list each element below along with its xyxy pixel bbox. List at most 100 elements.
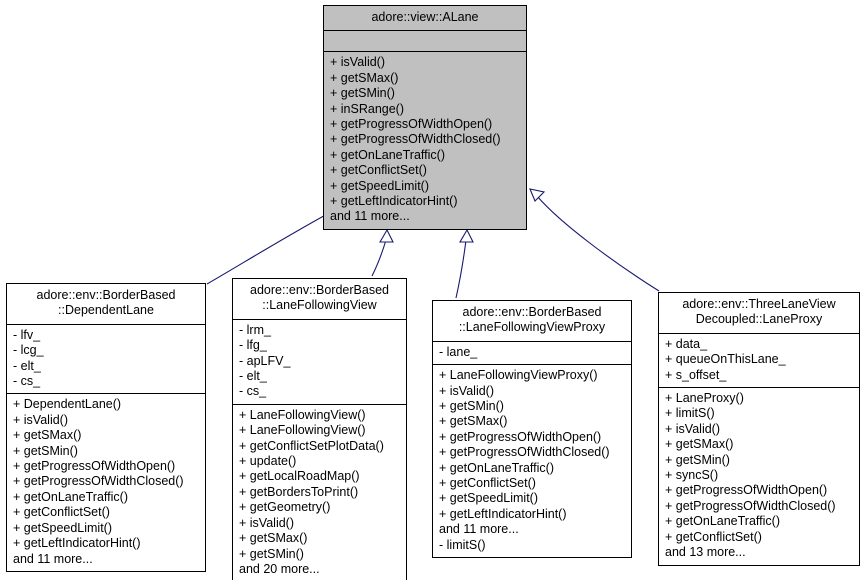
operation-row: + getSpeedLimit(): [439, 491, 539, 506]
operation-row: + getConflictSet(): [665, 529, 762, 544]
edge-lanefollowingviewproxy-to-alane: [455, 228, 474, 299]
class-node-lanefollowingviewproxy[interactable]: adore::env::BorderBased ::LaneFollowingV…: [432, 300, 632, 559]
operation-row: + getProgressOfWidthOpen(): [13, 459, 176, 474]
operation-row: + syncS(): [665, 468, 719, 483]
operation-row: + getConflictSet(): [13, 505, 110, 520]
operation-row: + getConflictSet(): [439, 476, 536, 491]
operation-row: + getSpeedLimit(): [330, 178, 430, 193]
operation-row: and 13 more...: [665, 545, 746, 560]
attribute-row: - lcg_: [13, 343, 44, 358]
class-separator: [433, 364, 631, 366]
class-operations-lanefollowingviewproxy: + LaneFollowingViewProxy() + isValid() +…: [433, 365, 631, 557]
operation-row: + isValid(): [13, 412, 68, 427]
class-attributes-lanefollowingviewproxy: - lane_: [433, 342, 631, 364]
operation-row: + getConflictSet(): [330, 163, 427, 178]
operation-row: + isValid(): [239, 515, 294, 530]
class-attributes-alane: [324, 31, 526, 51]
class-separator: [233, 318, 406, 320]
class-attributes-dependentlane: - lfv_ - lcg_ - elt_ - cs_: [7, 325, 205, 394]
attribute-row: + data_: [665, 336, 708, 351]
operation-row: and 20 more...: [239, 561, 320, 576]
attribute-row: - elt_: [13, 358, 41, 373]
operation-row: + getSpeedLimit(): [13, 520, 113, 535]
operation-row: + getSMin(): [330, 86, 395, 101]
operation-row: + getLeftIndicatorHint(): [439, 506, 567, 521]
class-separator: [233, 403, 406, 405]
operation-row: + getSMax(): [239, 531, 308, 546]
class-operations-dependentlane: + DependentLane() + isValid() + getSMax(…: [7, 394, 205, 570]
class-node-alane[interactable]: adore::view::ALane + isValid() + getSMax…: [323, 5, 527, 230]
class-operations-alane: + isValid() + getSMax() + getSMin() + in…: [324, 52, 526, 228]
attribute-row: + queueOnThisLane_: [665, 352, 786, 367]
operation-row: - limitS(): [439, 537, 486, 552]
operation-row: + getOnLaneTraffic(): [439, 460, 554, 475]
operation-row: + LaneFollowingView(): [239, 423, 366, 438]
attribute-row: - lfv_: [13, 327, 41, 342]
attribute-row: - lrm_: [239, 322, 271, 337]
operation-row: + getLeftIndicatorHint(): [13, 536, 141, 551]
class-node-laneproxy[interactable]: adore::env::ThreeLaneView Decoupled::Lan…: [658, 292, 860, 566]
operation-row: + DependentLane(): [13, 397, 122, 412]
attribute-row: - lfg_: [239, 338, 267, 353]
class-separator: [433, 340, 631, 342]
operation-row: + getSMax(): [13, 428, 82, 443]
attribute-row: - lane_: [439, 344, 478, 359]
class-node-dependentlane[interactable]: adore::env::BorderBased ::DependentLane …: [6, 283, 206, 572]
operation-row: + getSMax(): [330, 70, 399, 85]
class-separator: [7, 393, 205, 395]
operation-row: and 11 more...: [330, 209, 410, 224]
class-separator: [324, 51, 526, 53]
operation-row: + getSMin(): [665, 452, 730, 467]
class-node-lanefollowingview[interactable]: adore::env::BorderBased ::LaneFollowingV…: [232, 278, 407, 580]
operation-row: + getOnLaneTraffic(): [665, 514, 780, 529]
attribute-row: - cs_: [13, 374, 41, 389]
operation-row: + getSMin(): [239, 546, 304, 561]
operation-row: + limitS(): [665, 406, 715, 421]
operation-row: + isValid(): [439, 383, 494, 398]
operation-row: + getGeometry(): [239, 500, 331, 515]
class-title-laneproxy: adore::env::ThreeLaneView Decoupled::Lan…: [682, 297, 836, 327]
operation-row: + getConflictSetPlotData(): [239, 438, 384, 453]
operation-row: + getProgressOfWidthClosed(): [330, 132, 501, 147]
edge-laneproxy-to-alane: [529, 188, 660, 292]
operation-row: + LaneProxy(): [665, 391, 744, 406]
class-attributes-laneproxy: + data_ + queueOnThisLane_ + s_offset_: [659, 334, 859, 387]
class-title-lanefollowingview: adore::env::BorderBased ::LaneFollowingV…: [250, 283, 389, 313]
operation-row: + getProgressOfWidthOpen(): [439, 429, 602, 444]
operation-row: + LaneFollowingViewProxy(): [439, 368, 598, 383]
attribute-row: + s_offset_: [665, 367, 727, 382]
operation-row: + getProgressOfWidthOpen(): [330, 117, 493, 132]
operation-row: and 11 more...: [13, 551, 93, 566]
class-attributes-lanefollowingview: - lrm_ - lfg_ - apLFV_ - elt_ - cs_: [233, 320, 406, 404]
operation-row: + getProgressOfWidthClosed(): [665, 498, 836, 513]
class-separator: [659, 332, 859, 334]
operation-row: + getLocalRoadMap(): [239, 469, 360, 484]
attribute-row: - cs_: [239, 384, 267, 399]
operation-row: + getSMin(): [13, 443, 78, 458]
operation-row: + isValid(): [665, 421, 720, 436]
operation-row: + getProgressOfWidthOpen(): [665, 483, 828, 498]
class-separator: [7, 323, 205, 325]
operation-row: + LaneFollowingView(): [239, 407, 366, 422]
class-operations-laneproxy: + LaneProxy() + limitS() + isValid() + g…: [659, 388, 859, 564]
operation-row: + inSRange(): [330, 101, 404, 116]
edge-lanefollowingview-to-alane: [371, 228, 394, 277]
operation-row: + isValid(): [330, 55, 385, 70]
class-title-dependentlane: adore::env::BorderBased ::DependentLane: [36, 288, 176, 318]
attribute-row: - apLFV_: [239, 353, 291, 368]
operation-row: + getSMax(): [665, 437, 734, 452]
class-operations-lanefollowingview: + LaneFollowingView() + LaneFollowingVie…: [233, 405, 406, 580]
operation-row: + getOnLaneTraffic(): [13, 489, 128, 504]
operation-row: + getSMin(): [439, 399, 504, 414]
operation-row: + getSMax(): [439, 414, 508, 429]
operation-row: + getLeftIndicatorHint(): [330, 194, 458, 209]
class-separator: [324, 30, 526, 32]
attribute-row: - elt_: [239, 369, 267, 384]
operation-row: and 11 more...: [439, 522, 519, 537]
operation-row: + getBordersToPrint(): [239, 484, 359, 499]
operation-row: + getProgressOfWidthClosed(): [439, 445, 610, 460]
operation-row: + getOnLaneTraffic(): [330, 147, 445, 162]
operation-row: + getProgressOfWidthClosed(): [13, 474, 184, 489]
class-title-alane: adore::view::ALane: [371, 10, 479, 24]
